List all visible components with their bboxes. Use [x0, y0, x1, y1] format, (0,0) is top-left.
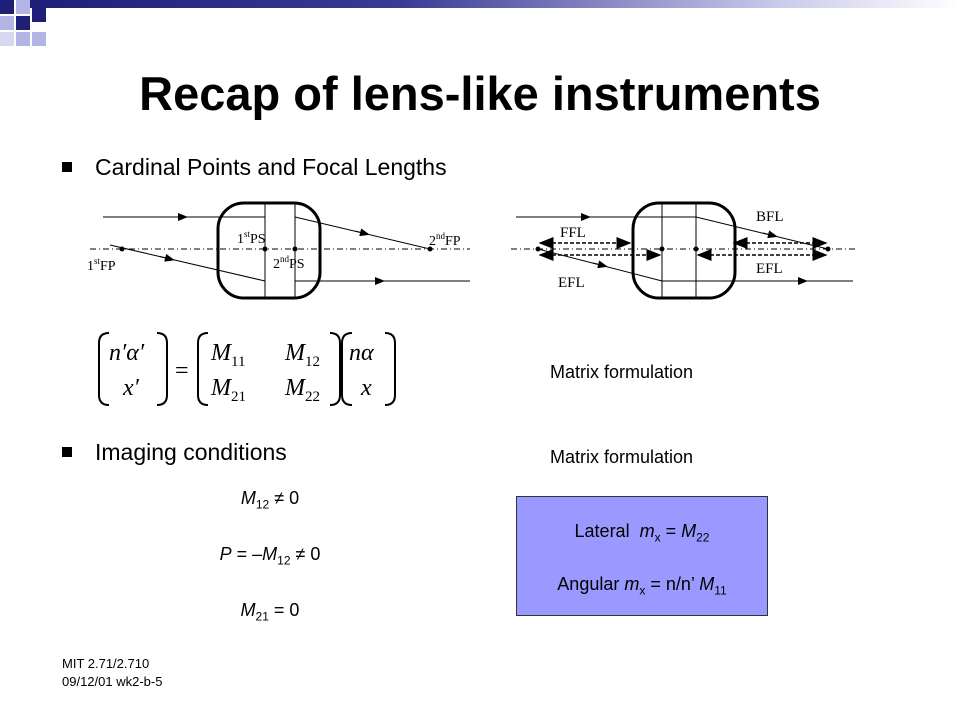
- matrix-formulation-label-1: Matrix formulation: [550, 362, 694, 382]
- svg-text:M11: M11: [210, 340, 245, 370]
- footer-date: 09/12/01 wk2-b-5: [62, 674, 163, 689]
- svg-text:M22: M22: [284, 375, 320, 405]
- svg-text:EFL: EFL: [756, 261, 783, 277]
- bullet-cardinal-points: Cardinal Points and Focal Lengths: [62, 153, 447, 181]
- bullet-square-icon: [62, 446, 72, 457]
- angular-magnification: Angular mx = n/n’ M11: [557, 574, 727, 598]
- svg-text:1stFP: 1stFP: [87, 256, 116, 274]
- bullet-imaging-conditions: Imaging conditions: [62, 438, 287, 466]
- matrix-formulation-label-2: Matrix formulation: [550, 447, 694, 467]
- svg-text:2ndFP: 2ndFP: [429, 231, 461, 249]
- svg-text:=: =: [175, 358, 189, 384]
- svg-text:1stPS: 1stPS: [237, 229, 266, 247]
- focal-lengths-diagram: BFL FFL EFL EFL: [511, 201, 858, 300]
- cardinal-points-diagram: 1stPS 2ndPS 2ndFP 1stFP: [87, 201, 470, 300]
- corner-decoration: [0, 0, 960, 60]
- svg-text:x: x: [360, 375, 372, 401]
- condition-m12-nonzero: M12 ≠ 0: [240, 488, 300, 512]
- bullet-square-icon: [62, 161, 72, 172]
- slide-footer: MIT 2.71/2.710 09/12/01 wk2-b-5: [62, 655, 162, 691]
- svg-text:M12: M12: [284, 340, 320, 370]
- svg-text:2ndPS: 2ndPS: [273, 254, 305, 272]
- svg-text:BFL: BFL: [756, 209, 784, 225]
- footer-course: MIT 2.71/2.710: [62, 656, 150, 671]
- slide-title: Recap of lens-like instruments: [139, 67, 821, 120]
- lateral-magnification: Lateral mx = M22: [574, 521, 710, 545]
- svg-text:x′: x′: [122, 375, 140, 401]
- svg-text:M21: M21: [210, 375, 246, 405]
- svg-text:n′α′: n′α′: [109, 340, 145, 366]
- condition-power-nonzero: P = –M12 ≠ 0: [219, 544, 321, 568]
- condition-m21-zero: M21 = 0: [240, 600, 300, 624]
- bullet-text: Cardinal Points and Focal Lengths: [95, 154, 447, 180]
- svg-text:EFL: EFL: [558, 275, 585, 291]
- matrix-equation: n′α′ x′ = M11 M12 M21 M22 nα x: [98, 332, 396, 406]
- svg-text:nα: nα: [349, 340, 374, 366]
- magnification-box: Lateral mx = M22 Angular mx = n/n’ M11: [516, 496, 768, 616]
- svg-text:FFL: FFL: [560, 225, 586, 241]
- bullet-text: Imaging conditions: [95, 439, 287, 465]
